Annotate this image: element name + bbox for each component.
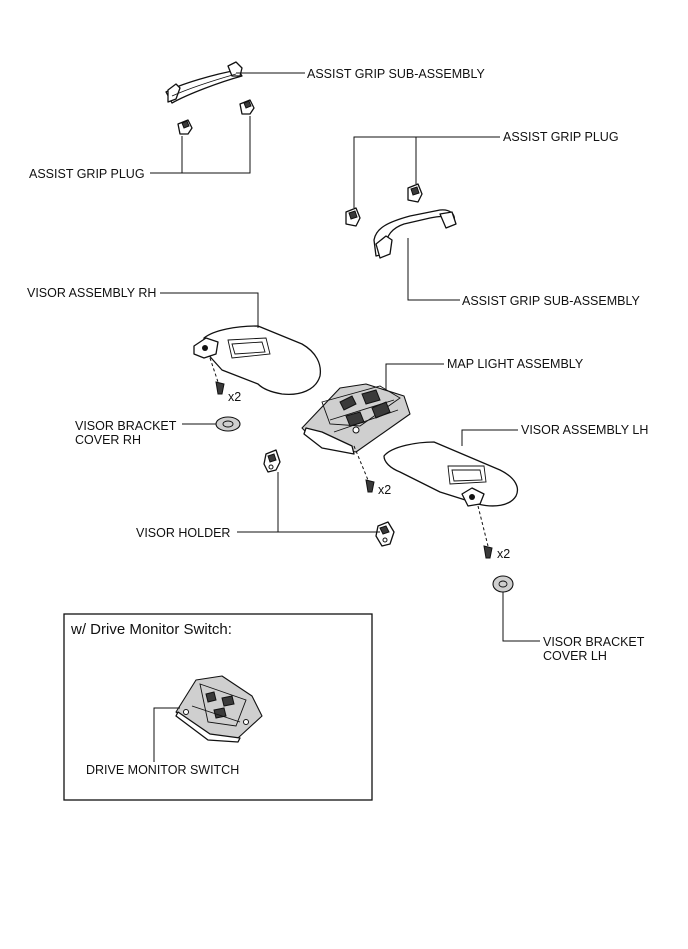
label-visor-assembly-lh: VISOR ASSEMBLY LH bbox=[521, 423, 648, 437]
label-visor-bracket-cover-rh-line2: COVER RH bbox=[75, 433, 141, 447]
inset-title: w/ Drive Monitor Switch: bbox=[70, 621, 232, 638]
visor-lh-screw-icon bbox=[483, 545, 493, 559]
label-assist-grip-plug-right: ASSIST GRIP PLUG bbox=[503, 130, 619, 144]
visor-assembly-rh-illustration bbox=[193, 325, 322, 396]
label-visor-bracket-cover-lh-line1: VISOR BRACKET bbox=[543, 635, 645, 649]
visor-rh-screw-quantity: x2 bbox=[228, 390, 241, 404]
visor-holder-left-illustration bbox=[263, 449, 281, 473]
visor-lh-screw-quantity: x2 bbox=[497, 547, 510, 561]
label-assist-grip-plug-left: ASSIST GRIP PLUG bbox=[29, 167, 145, 181]
map-light-screw-icon bbox=[365, 479, 375, 493]
label-visor-assembly-rh: VISOR ASSEMBLY RH bbox=[27, 286, 156, 300]
assist-grip-sub-assembly-right-illustration bbox=[373, 209, 457, 259]
label-assist-grip-sub-assembly-top: ASSIST GRIP SUB-ASSEMBLY bbox=[307, 67, 486, 81]
assist-grip-plug-left-pair-illustration bbox=[177, 99, 255, 135]
label-visor-bracket-cover-lh-line2: COVER LH bbox=[543, 649, 607, 663]
visor-rh-screw-icon bbox=[215, 381, 225, 395]
visor-assembly-lh-illustration bbox=[383, 441, 519, 507]
visor-bracket-cover-lh-illustration bbox=[492, 575, 514, 593]
label-visor-bracket-cover-rh-line1: VISOR BRACKET bbox=[75, 419, 177, 433]
map-light-assembly-illustration bbox=[301, 383, 411, 455]
assist-grip-sub-assembly-left-illustration bbox=[165, 61, 243, 104]
inset-box bbox=[63, 613, 373, 801]
label-visor-holder: VISOR HOLDER bbox=[136, 526, 230, 540]
label-drive-monitor-switch: DRIVE MONITOR SWITCH bbox=[86, 763, 239, 777]
assist-grip-plug-right-pair-illustration bbox=[345, 183, 423, 227]
visor-bracket-cover-rh-illustration bbox=[215, 416, 241, 432]
label-assist-grip-sub-assembly-right: ASSIST GRIP SUB-ASSEMBLY bbox=[462, 294, 641, 308]
map-light-screw-quantity: x2 bbox=[378, 483, 391, 497]
visor-holder-right-illustration bbox=[375, 521, 395, 547]
drive-monitor-switch-illustration bbox=[175, 675, 263, 743]
label-map-light-assembly: MAP LIGHT ASSEMBLY bbox=[447, 357, 584, 371]
